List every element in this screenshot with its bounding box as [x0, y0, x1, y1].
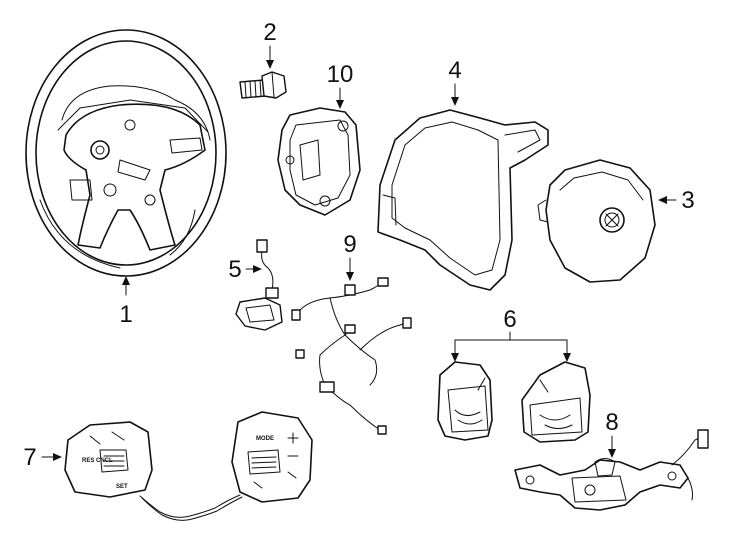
bolt	[239, 71, 287, 99]
electronics-bracket	[514, 429, 709, 511]
callout-label-8: 8	[605, 409, 618, 436]
callout-label-3: 3	[681, 187, 694, 214]
switch-right: MODE	[231, 411, 313, 503]
callout-8: 8	[605, 409, 619, 458]
airbag-bracket	[277, 107, 361, 216]
steering-wheel	[25, 29, 227, 277]
callout-7: 7	[23, 444, 62, 471]
callout-9: 9	[343, 231, 357, 281]
callout-label-1: 1	[119, 301, 132, 328]
trim-cover	[377, 109, 549, 291]
paddle-shifter-left	[437, 361, 493, 441]
callout-label-5: 5	[228, 256, 241, 283]
callout-6: 6	[451, 306, 571, 362]
callout-label-7: 7	[23, 444, 36, 471]
callout-label-10: 10	[327, 61, 354, 88]
callout-label-4: 4	[448, 57, 461, 84]
switch-cable	[139, 494, 243, 521]
res-cncl-label: RES CNCL	[82, 458, 113, 464]
mode-label: MODE	[256, 436, 274, 442]
sensor-harness	[235, 239, 283, 331]
callout-5: 5	[228, 256, 262, 283]
wiring-harness	[291, 277, 412, 435]
callout-3: 3	[658, 187, 695, 214]
paddle-shifter-right	[521, 361, 591, 443]
callout-2: 2	[263, 19, 277, 69]
switch-left: RES CNCL SET	[64, 421, 153, 498]
callout-label-2: 2	[263, 19, 276, 46]
callout-1: 1	[119, 276, 133, 328]
callout-label-9: 9	[343, 231, 356, 258]
airbag-module	[537, 159, 656, 283]
callout-label-6: 6	[503, 306, 516, 333]
callout-4: 4	[448, 57, 462, 106]
set-label: SET	[116, 484, 128, 490]
callout-10: 10	[327, 61, 354, 109]
